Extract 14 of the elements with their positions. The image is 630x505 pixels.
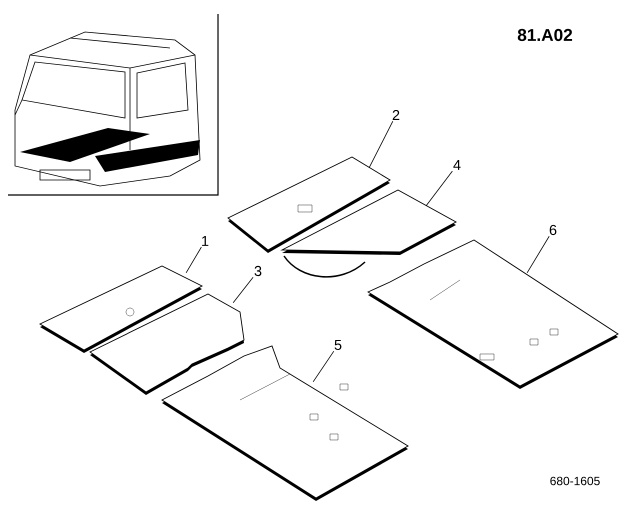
callout-number: 1: [202, 236, 208, 246]
leader-line: [526, 236, 550, 274]
leader-line: [186, 246, 202, 274]
leader-line: [232, 276, 254, 304]
callout-number: 5: [334, 340, 342, 350]
callout-number: 3: [254, 266, 262, 276]
callout-number: 6: [550, 224, 556, 236]
callout-number: 4: [453, 160, 461, 170]
leader-line: [426, 170, 453, 206]
callout-number: 2: [392, 110, 400, 120]
drawing-number: 680-1605: [550, 476, 600, 486]
leader-line: [312, 350, 334, 382]
leader-line: [368, 120, 394, 168]
figure-number: 81.A02: [518, 28, 572, 42]
